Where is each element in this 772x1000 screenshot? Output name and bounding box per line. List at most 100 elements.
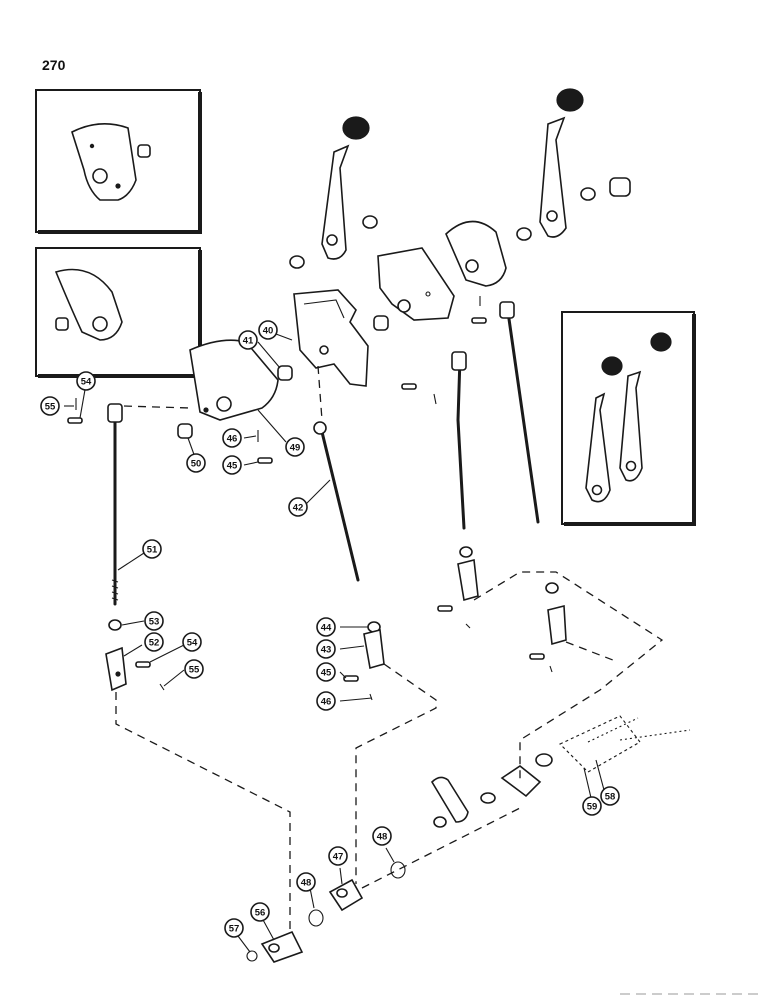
callout-layer: 4041424344454546464748484950515253545455… [40,320,620,938]
callout-label: 52 [149,638,160,649]
callout-circle [600,786,620,806]
callout-circle [316,639,336,659]
callout-c44: 44 [316,617,336,637]
callout-label: 48 [377,832,388,843]
callout-label: 47 [333,852,344,863]
callout-label: 46 [227,434,238,445]
callout-label: 49 [290,443,301,454]
callout-label: 42 [293,503,304,514]
bracket-40 [293,289,369,387]
callout-circle [76,371,96,391]
callout-label: 55 [189,665,200,676]
shaft-58-59 [559,715,691,773]
page-number: 270 [42,57,66,73]
callout-c55a: 55 [40,396,60,416]
bushing-50 [177,423,193,439]
callout-c59: 59 [582,796,602,816]
lever-56 [260,930,304,963]
callout-label: 59 [587,802,598,813]
callout-circle [316,662,336,682]
callout-c57: 57 [224,918,244,938]
rod-center [451,351,467,530]
callout-c48a: 48 [372,826,392,846]
crank-arm [430,753,553,828]
nut-icon [108,546,559,633]
clevis-52 [105,646,127,692]
callout-c45b: 45 [316,662,336,682]
callout-circle [258,320,278,340]
callout-label: 51 [147,545,158,556]
callout-circle [222,428,242,448]
callout-c52: 52 [144,632,164,652]
callout-circle [285,437,305,457]
callout-circle [316,617,336,637]
callout-circle [238,330,258,350]
callout-circle [296,872,316,892]
callout-label: 40 [263,326,274,337]
quadrant-plate-icon [71,123,137,201]
callout-c58: 58 [600,786,620,806]
cotter-pin-icon [75,296,553,701]
lever-47 [328,878,364,912]
clevis-43 [363,629,385,670]
rod-right [499,301,540,524]
callout-circle [184,659,204,679]
knob-left [342,116,370,140]
snap-ring-icon [246,861,406,962]
callout-circle [582,796,602,816]
callout-circle [40,396,60,416]
callout-c47: 47 [328,846,348,866]
control-lever-icon [619,332,672,482]
callout-label: 57 [229,924,240,935]
callout-label: 45 [227,461,238,472]
bracket-center [377,247,455,321]
callout-c51: 51 [142,539,162,559]
callout-c46b: 46 [316,691,336,711]
callout-label: 43 [321,645,332,656]
leader-lines [64,333,605,953]
inset-box-mid-left [35,247,202,378]
callout-label: 58 [605,792,616,803]
callout-c40: 40 [258,320,278,340]
callout-c54a: 54 [76,371,96,391]
bushing-41 [277,365,293,381]
callout-label: 56 [255,908,266,919]
callout-label: 50 [191,459,202,470]
callout-label: 41 [243,336,254,347]
control-lever-icon [585,356,623,503]
callout-label: 44 [321,623,332,634]
pin-icon [67,317,545,682]
callout-c50: 50 [186,453,206,473]
bushing-icon [516,177,631,241]
knob-right [556,88,584,112]
callout-c48b: 48 [296,872,316,892]
inset-box-top-left [35,89,202,234]
callout-c45a: 45 [222,455,242,475]
control-lever-left [321,144,350,260]
callout-circle [224,918,244,938]
callout-c53: 53 [144,611,164,631]
callout-circle [372,826,392,846]
washer-icon [289,215,378,269]
rod-42 [313,421,360,582]
callout-c49: 49 [285,437,305,457]
quadrant-right [445,220,507,287]
callout-c46a: 46 [222,428,242,448]
callout-label: 46 [321,697,332,708]
bushing-icon [55,317,69,331]
callout-circle [144,632,164,652]
callout-circle [186,453,206,473]
clevis-center [457,559,479,602]
callout-circle [182,632,202,652]
bushing-icon [373,315,389,331]
quadrant-49 [189,339,279,421]
callout-circle [222,455,242,475]
callout-circle [316,691,336,711]
clevis-right [547,604,567,646]
callout-label: 54 [81,377,92,388]
callout-c41: 41 [238,330,258,350]
callout-c55b: 55 [184,659,204,679]
rod-51 [107,403,123,606]
quadrant-plate-icon [54,268,123,341]
